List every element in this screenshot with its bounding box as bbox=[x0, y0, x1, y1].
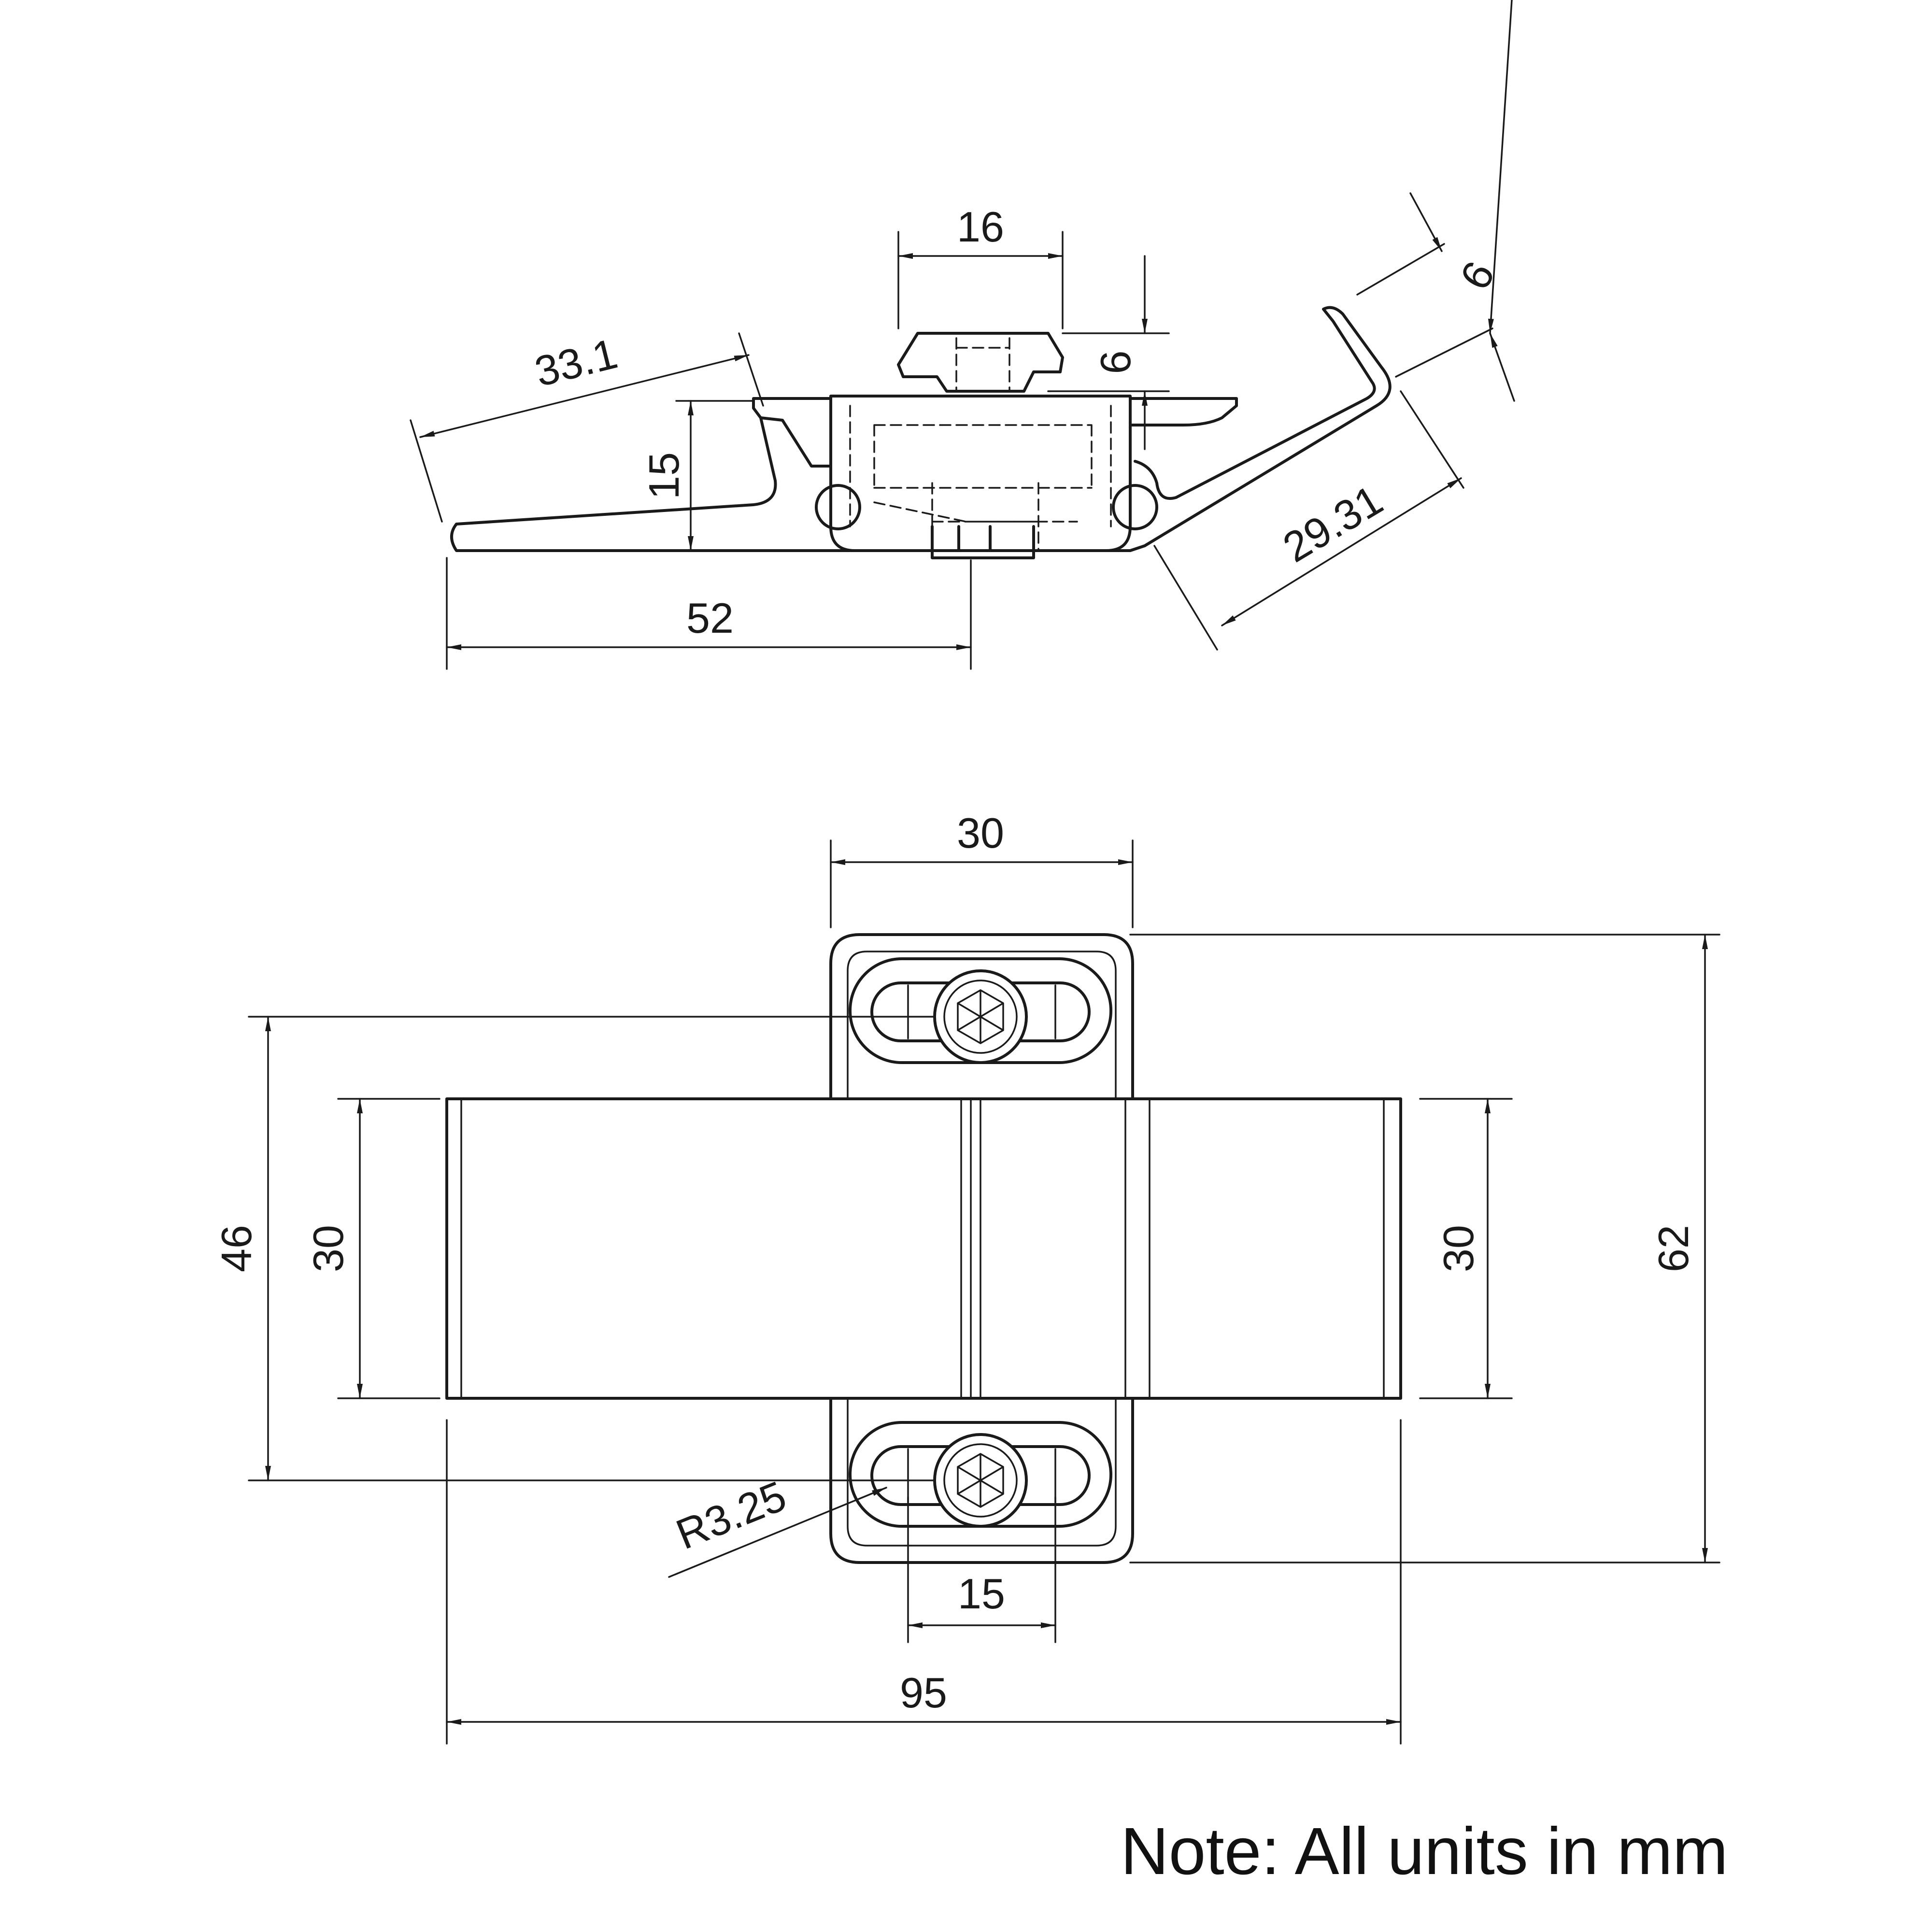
knob-center bbox=[955, 337, 1010, 392]
strap-body bbox=[445, 1097, 1402, 1400]
base-line bbox=[450, 523, 1132, 552]
top-plate-right bbox=[1129, 397, 1238, 426]
dim-radius: R3.25 bbox=[669, 1472, 793, 1559]
dim-arm-thickness: 6 bbox=[1450, 254, 1504, 298]
dim-height: 15 bbox=[640, 452, 688, 499]
dim-strap-width-right: 30 bbox=[1435, 1225, 1482, 1272]
units-note: Note: All units in mm bbox=[1121, 1814, 1728, 1889]
dim-hole-spacing: 46 bbox=[213, 1225, 260, 1272]
dim-base-length: 52 bbox=[686, 594, 734, 642]
dim-overall-height: 62 bbox=[1649, 1225, 1697, 1272]
side-view: 16 6 33.1 15 52 29.31 6 bbox=[410, 0, 1515, 670]
left-hinge-roller bbox=[815, 484, 861, 530]
dim-slot-length: 15 bbox=[958, 1570, 1005, 1618]
latch-housing bbox=[829, 395, 1132, 552]
top-view: 30 46 30 30 62 R3.25 15 95 bbox=[213, 809, 1720, 1745]
housing-hidden-lines bbox=[849, 405, 1112, 552]
bottom-mount-bracket bbox=[829, 1397, 1134, 1564]
top-mount-bracket bbox=[829, 933, 1134, 1100]
right-hinge-roller bbox=[1112, 484, 1158, 530]
dim-bracket-width: 30 bbox=[957, 809, 1004, 857]
dim-strap-width-left: 30 bbox=[304, 1225, 352, 1272]
dim-overall-length: 95 bbox=[900, 1669, 947, 1717]
dim-angled-length: 33.1 bbox=[530, 329, 622, 396]
dim-knob-height: 6 bbox=[1092, 351, 1139, 374]
left-lever bbox=[455, 397, 832, 526]
adjust-knob bbox=[897, 332, 1064, 393]
bottom-clip bbox=[931, 525, 1035, 559]
left-lever-bend bbox=[759, 416, 832, 468]
dim-top-width: 16 bbox=[957, 203, 1004, 251]
hex-socket-screw-icon bbox=[933, 969, 1028, 1064]
hex-socket-screw-icon bbox=[933, 1433, 1028, 1528]
right-hook-arm bbox=[1129, 306, 1392, 552]
